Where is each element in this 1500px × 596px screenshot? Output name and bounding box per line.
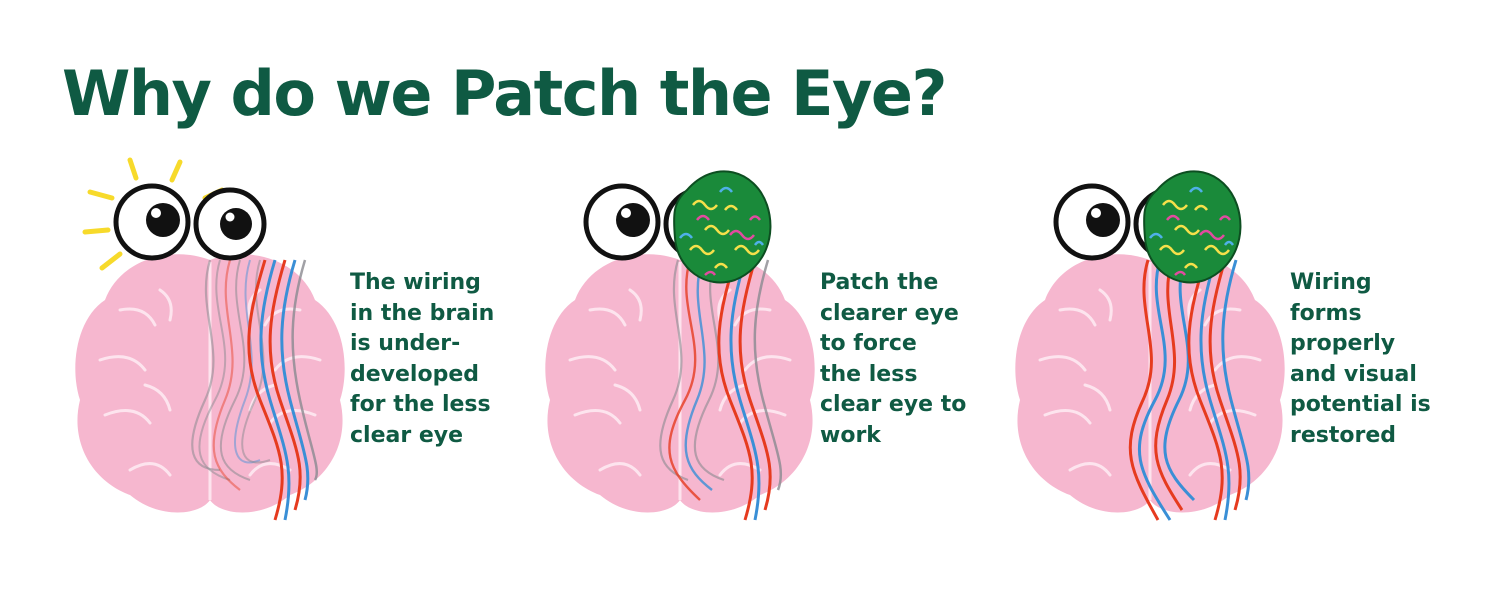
panel-2: Patch the clearer eye to force the less clea…	[530, 150, 1010, 530]
panel-1: The wiring in the brain is under-developed…	[60, 150, 540, 530]
panel-3: Wiring forms properly and visual potential i…	[1000, 150, 1480, 530]
caption-line: The wiring	[350, 270, 481, 295]
caption-line: to force	[820, 331, 917, 357]
caption-line: potential is	[1290, 392, 1431, 418]
caption-line: work	[820, 422, 881, 448]
caption-line: the less	[820, 361, 918, 387]
caption-line: in the brain	[350, 300, 495, 326]
caption-line: for the less	[350, 392, 491, 418]
brain-illustration	[545, 170, 815, 521]
caption-line: clearer eye	[820, 300, 959, 326]
brain-icon	[545, 254, 815, 513]
left-eye-icon	[583, 183, 661, 261]
caption-line: is under-	[350, 331, 461, 357]
caption-line: properly	[1290, 331, 1396, 357]
wiring-lines	[1128, 259, 1251, 521]
brain-illustration	[1015, 170, 1285, 521]
panel-caption: Wiring forms properly and visual potential i…	[1290, 268, 1490, 452]
eye-patch-icon	[1143, 170, 1242, 284]
panel-caption: Patch the clearer eye to force the less clea…	[820, 268, 1020, 452]
caption-line: Wiring	[1290, 270, 1372, 295]
caption-line: forms	[1290, 300, 1362, 326]
wiring-lines	[659, 259, 783, 521]
brain-illustration	[75, 157, 345, 521]
caption-line: and visual	[1290, 361, 1417, 387]
left-eye-icon	[1053, 183, 1131, 261]
panel-caption: The wiring in the brain is under-developed…	[350, 268, 550, 452]
caption-line: clear eye	[350, 422, 464, 448]
caption-line: Patch the	[820, 270, 939, 295]
caption-line: restored	[1290, 422, 1397, 448]
caption-line: developed	[350, 361, 480, 387]
eye-patch-icon	[673, 170, 772, 284]
left-eye-icon	[113, 183, 191, 261]
page-title: Why do we Patch the Eye?	[62, 57, 947, 130]
caption-line: clear eye to	[820, 392, 967, 418]
right-eye-icon	[193, 187, 267, 261]
wiring-lines	[191, 259, 319, 521]
